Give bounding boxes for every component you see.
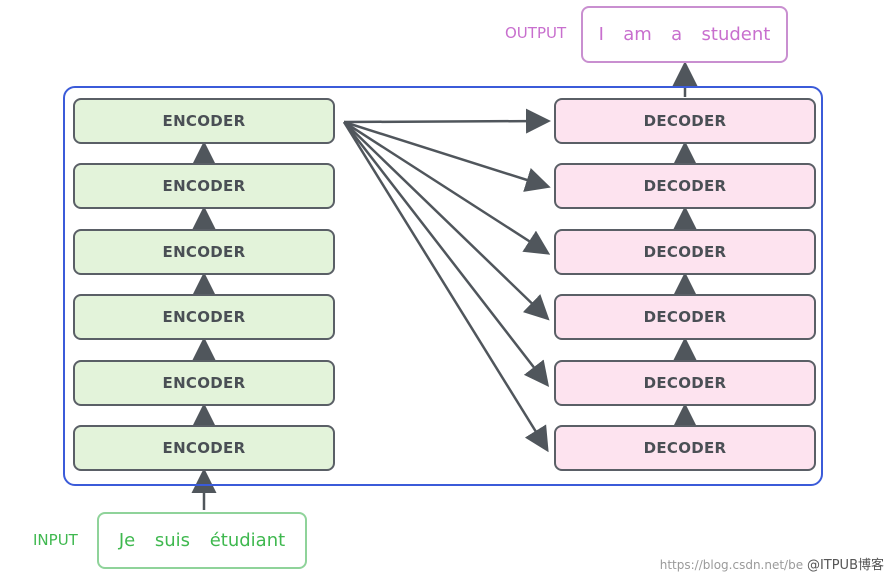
encoder-block-3: ENCODER bbox=[73, 294, 335, 340]
watermark: https://blog.csdn.net/be @ITPUB博客 bbox=[660, 554, 884, 573]
encoder-to-decoder-arrow bbox=[343, 121, 550, 321]
decoder-block-2: DECODER bbox=[554, 360, 816, 406]
output-label: OUTPUT bbox=[505, 24, 567, 42]
input-word: Je bbox=[118, 530, 136, 551]
watermark-url: https://blog.csdn.net/be bbox=[659, 558, 804, 572]
input-label: INPUT bbox=[33, 531, 78, 549]
decoder-block-4: DECODER bbox=[554, 229, 816, 275]
output-word: am bbox=[623, 24, 652, 45]
encoder-to-decoder-arrow bbox=[343, 120, 551, 255]
encoder-to-decoder-arrow bbox=[343, 108, 551, 134]
decoder-block-1: DECODER bbox=[554, 425, 816, 471]
encoder-to-decoder-arrow bbox=[342, 121, 549, 453]
encoder-block-6: ENCODER bbox=[73, 98, 335, 144]
output-word: student bbox=[701, 24, 771, 45]
output-sentence-box: I am a student bbox=[581, 6, 788, 63]
input-word: suis bbox=[154, 530, 191, 551]
encoder-decoder-container bbox=[63, 86, 823, 486]
output-word: a bbox=[671, 24, 683, 45]
input-word: étudiant bbox=[209, 530, 286, 551]
input-sentence-box: Je suis étudiant bbox=[97, 512, 307, 569]
decoder-block-6: DECODER bbox=[554, 98, 816, 144]
encoder-block-4: ENCODER bbox=[73, 229, 335, 275]
encoder-block-1: ENCODER bbox=[73, 425, 335, 471]
decoder-block-5: DECODER bbox=[554, 163, 816, 209]
encoder-to-decoder-arrow bbox=[343, 120, 551, 192]
encoder-block-5: ENCODER bbox=[73, 163, 335, 209]
encoder-to-decoder-arrow bbox=[343, 121, 550, 387]
watermark-brand: @ITPUB博客 bbox=[806, 558, 884, 573]
encoder-block-2: ENCODER bbox=[73, 360, 335, 406]
decoder-block-3: DECODER bbox=[554, 294, 816, 340]
output-word: I bbox=[598, 24, 604, 45]
